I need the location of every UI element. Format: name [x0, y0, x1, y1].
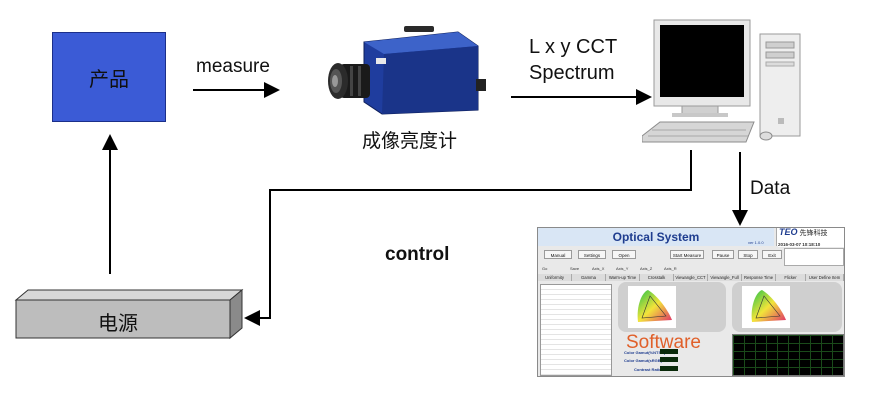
tab-response-time[interactable]: Response Time — [742, 274, 776, 281]
field-gamut-srgb: Color Gamut(sRGB) — [624, 358, 662, 363]
power-supply-box — [14, 288, 244, 340]
output-label-line2: Spectrum — [529, 62, 615, 84]
tab-gamma[interactable]: Gamma — [572, 274, 606, 281]
control-label: control — [385, 244, 450, 265]
computer-icon — [642, 19, 801, 143]
status-axis-x: Axis_X — [592, 266, 605, 271]
stop-button[interactable]: Stop — [738, 250, 758, 259]
control-path — [244, 150, 692, 326]
logo-text: 先锋科技 — [799, 230, 828, 237]
software-watermark: Software — [626, 332, 701, 353]
data-table — [540, 284, 612, 376]
value-box-1 — [660, 349, 678, 354]
software-datetime: 2016-03-07 10:18:10 — [778, 242, 844, 247]
output-label-line1: L x y CCT — [529, 36, 618, 58]
product-box: 产品 — [52, 32, 166, 122]
meter-label: 成像亮度计 — [362, 130, 458, 152]
software-title: Optical System — [538, 228, 774, 246]
field-gamut-ntsc: Color Gamut(%NTSC) — [624, 350, 666, 355]
settings-button[interactable]: Settings — [578, 250, 606, 259]
tab-warm-up[interactable]: Warm-up Time — [606, 274, 640, 281]
cie-chart-left-icon — [628, 286, 676, 328]
logo-mark: TEO — [779, 227, 798, 237]
tab-flicker[interactable]: Flicker — [776, 274, 806, 281]
tab-viewangle-full[interactable]: Viewangle_Full — [708, 274, 742, 281]
open-button[interactable]: Open — [612, 250, 636, 259]
exit-button[interactable]: Exit — [762, 250, 782, 259]
status-save: Save — [570, 266, 580, 271]
value-box-2 — [660, 357, 678, 362]
start-measure-button[interactable]: Start Measure — [670, 250, 704, 259]
status-axis-y: Axis_Y — [616, 266, 629, 271]
software-version: ver 1.0.0 — [748, 240, 764, 245]
tab-crosstalk[interactable]: Crosstalk — [640, 274, 674, 281]
tab-uniformity[interactable]: Uniformity — [538, 274, 572, 281]
status-go: Go — [542, 266, 548, 271]
software-window: Optical System ver 1.0.0 TEO 先锋科技 2016-0… — [537, 227, 845, 377]
tab-viewangle-cct[interactable]: Viewangle_CCT — [674, 274, 708, 281]
data-label: Data — [750, 178, 791, 199]
log-panel — [784, 248, 844, 266]
tab-user-define[interactable]: User Define Item — [806, 274, 844, 281]
field-contrast: Contrast Ratio — [634, 367, 662, 372]
value-box-3 — [660, 366, 678, 371]
camera-icon — [328, 26, 486, 115]
measure-label: measure — [196, 56, 270, 77]
manual-button[interactable]: Manual — [544, 250, 572, 259]
status-axis-z: Axis_Z — [640, 266, 653, 271]
tab-bar: Uniformity Gamma Warm-up Time Crosstalk … — [538, 274, 844, 281]
spectrum-plot — [732, 334, 844, 376]
pause-button[interactable]: Pause — [712, 250, 734, 259]
cie-chart-right-icon — [742, 286, 790, 328]
power-label: 电源 — [98, 311, 138, 335]
product-label: 产品 — [89, 66, 129, 91]
software-logo: TEO 先锋科技 — [776, 227, 844, 246]
status-axis-r: Axis_R — [664, 266, 677, 271]
